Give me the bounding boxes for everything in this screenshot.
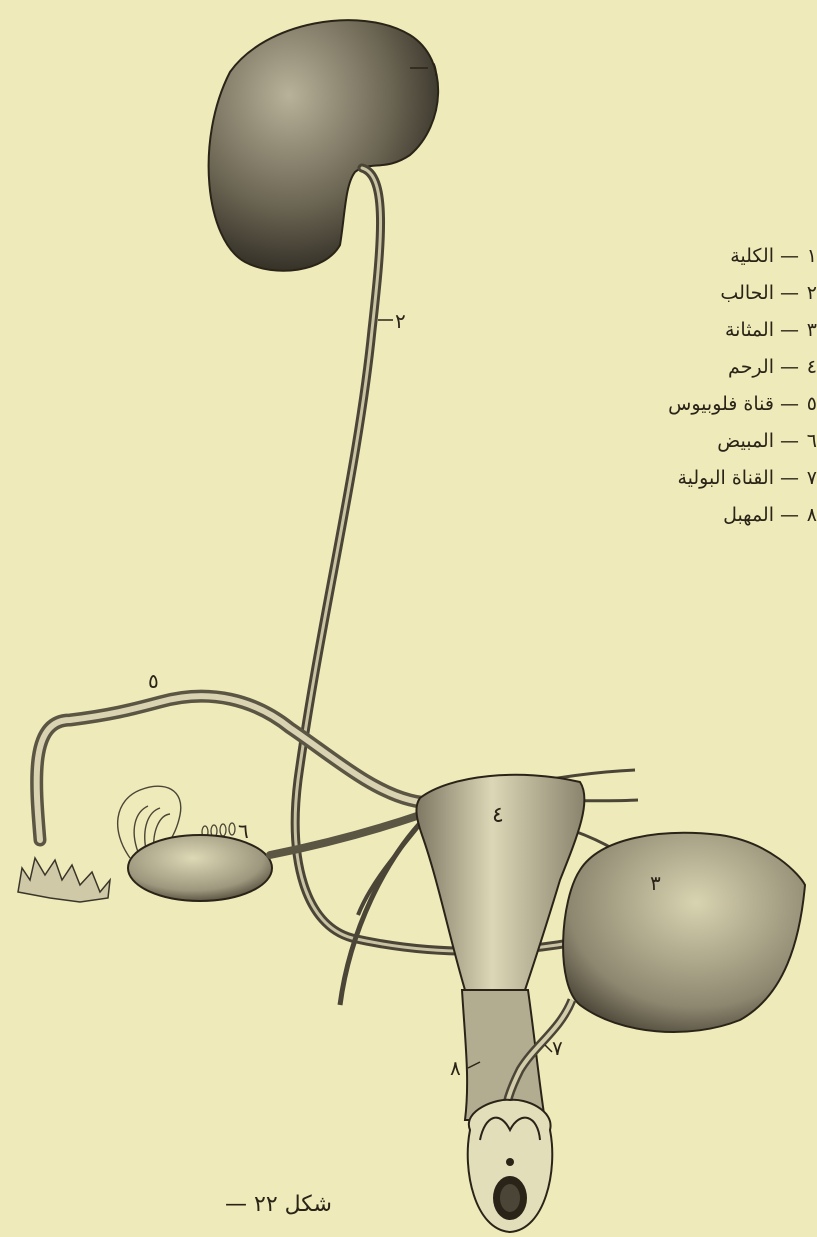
- legend: ١—الكلية ٢—الحالب ٣—المثانة ٤—الرحم ٥—قن…: [577, 238, 817, 534]
- kidney-shape: [209, 20, 439, 271]
- fimbriae-shape: [18, 858, 110, 902]
- legend-item: ٣—المثانة: [577, 312, 817, 349]
- legend-item: ٧—القناة البولية: [577, 460, 817, 497]
- fallopian-tube-label: ٥: [148, 669, 159, 693]
- bladder-shape: [563, 833, 805, 1032]
- urethra-label: ٧: [552, 1036, 563, 1060]
- bladder-label: ٣: [650, 871, 661, 895]
- ovary-shape: [128, 835, 272, 901]
- legend-item: ٢—الحالب: [577, 275, 817, 312]
- uterus-label: ٤: [492, 803, 504, 828]
- legend-item: ٤—الرحم: [577, 349, 817, 386]
- legend-item: ٥—قناة فلوبيوس: [577, 386, 817, 423]
- kidney-label: ١: [430, 57, 441, 81]
- legend-item: ٨—المهبل: [577, 497, 817, 534]
- vagina-label: ٨: [450, 1056, 461, 1080]
- legend-item: ١—الكلية: [577, 238, 817, 275]
- legend-item: ٦—المبيض: [577, 423, 817, 460]
- ovary-label: ٦: [238, 819, 249, 843]
- ureter-label: ٢: [395, 309, 406, 333]
- figure-caption: شكل ٢٢ —: [225, 1192, 425, 1232]
- round-ligament-shape: [340, 818, 425, 1005]
- vulva-shape: [468, 1100, 553, 1232]
